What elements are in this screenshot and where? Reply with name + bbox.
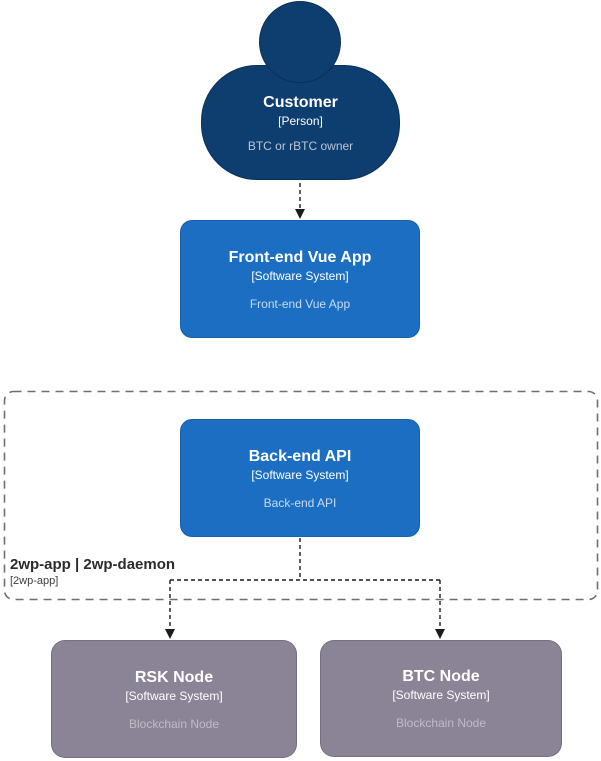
backend-title: Back-end API xyxy=(248,447,352,465)
person-title: Customer xyxy=(263,93,338,111)
arrowhead-rsk-icon xyxy=(165,629,175,639)
rsk-description: Blockchain Node xyxy=(128,716,220,731)
btc-type-label: [Software System] xyxy=(392,688,490,702)
system-btc-node: BTC Node [Software System] Blockchain No… xyxy=(320,640,562,757)
boundary-title: 2wp-app | 2wp-daemon xyxy=(10,556,176,573)
person-customer: Customer [Person] BTC or rBTC owner xyxy=(201,65,400,180)
boundary-subtitle: [2wp-app] xyxy=(10,575,59,587)
person-type-label: [Person] xyxy=(278,113,323,128)
btc-description: Blockchain Node xyxy=(395,716,487,730)
system-backend-api: Back-end API [Software System] Back-end … xyxy=(180,419,420,537)
boundary-label: 2wp-app | 2wp-daemon [2wp-app] xyxy=(10,555,175,589)
system-frontend-vue-app: Front-end Vue App [Software System] Fron… xyxy=(180,220,420,338)
frontend-title: Front-end Vue App xyxy=(228,248,372,266)
backend-type-label: [Software System] xyxy=(251,467,349,482)
rsk-type-label: [Software System] xyxy=(125,688,223,703)
arrowhead-btc-icon xyxy=(435,629,445,639)
frontend-type-label: [Software System] xyxy=(251,268,349,283)
system-rsk-node: RSK Node [Software System] Blockchain No… xyxy=(51,640,297,758)
edge-backend-nodes xyxy=(169,538,441,630)
btc-title: BTC Node xyxy=(402,668,480,685)
frontend-description: Front-end Vue App xyxy=(249,296,351,311)
person-head-icon xyxy=(259,1,341,83)
rsk-title: RSK Node xyxy=(134,668,214,686)
backend-description: Back-end API xyxy=(263,495,337,510)
person-description: BTC or rBTC owner xyxy=(247,138,354,153)
arrowhead-frontend-icon xyxy=(295,209,305,219)
boundary-2wp-app xyxy=(3,390,599,601)
